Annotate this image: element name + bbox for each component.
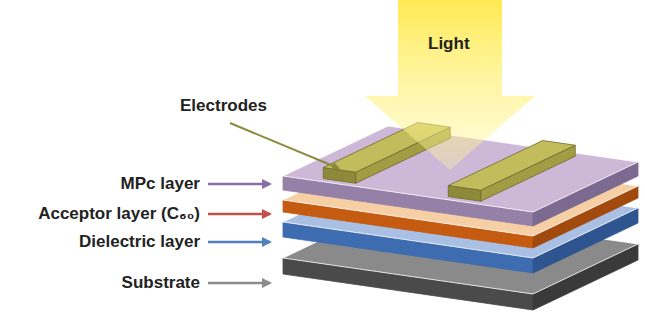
leader-arrow xyxy=(208,183,270,186)
light-arrow xyxy=(365,0,535,170)
leader-arrow xyxy=(208,241,270,244)
leader-arrow xyxy=(208,213,270,216)
layer-label: Dielectric layer xyxy=(79,232,200,252)
light-label: Light xyxy=(428,34,470,54)
layer-label: Acceptor layer (C₆₀) xyxy=(38,204,200,224)
leader-arrow xyxy=(208,282,270,285)
part-label: Electrodes xyxy=(180,96,267,116)
layer-label: MPc layer xyxy=(121,174,200,194)
leader-arrow xyxy=(230,123,338,168)
layer-label: Substrate xyxy=(122,273,200,293)
